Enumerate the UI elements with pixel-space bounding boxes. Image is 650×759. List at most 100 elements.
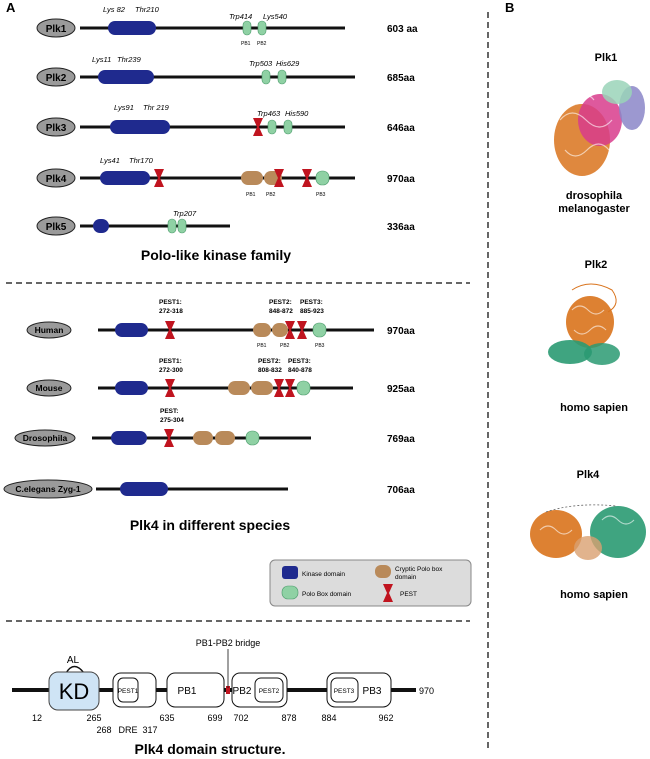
plk4-structure-image [530, 504, 646, 560]
polo-box [257, 20, 267, 36]
cryptic-polo-box [272, 323, 288, 337]
residue-label: Lys11 [92, 55, 111, 64]
legend-cryptic-label-line2: domain [395, 574, 417, 581]
activation-loop [65, 665, 85, 674]
pest-range: 885-923 [300, 308, 324, 315]
drosophila-row: Drosophila PEST: 275-304 769aa [14, 408, 415, 447]
polo-box [315, 170, 330, 186]
position-317: 317 [142, 725, 157, 735]
polo-box [283, 119, 293, 135]
polo-box [312, 322, 327, 338]
pest-range: 272-300 [159, 367, 183, 374]
residue-label: His590 [285, 109, 309, 118]
position-268: 268 [96, 725, 111, 735]
plk3-row: Plk3 Lys91 Thr 219 Trp463 His590 646aa [36, 103, 415, 137]
pest-label: PEST3: [300, 299, 323, 306]
cryptic-polo-box [241, 171, 263, 185]
plk2-row: Plk2 Lys11 Thr239 Trp503 His629 685aa [36, 55, 415, 87]
protein-label-badge [36, 18, 76, 38]
protein-name: Plk3 [46, 123, 67, 134]
polo-box [296, 380, 311, 396]
legend-swatch-polo [281, 585, 299, 600]
pest-range: 275-304 [160, 417, 184, 424]
species-label-badge [26, 321, 72, 339]
protein-label-badge [36, 216, 76, 236]
plk5-row: Plk5 Trp207 336aa [36, 209, 415, 236]
polo-box [167, 218, 177, 234]
kd-label: KD [59, 679, 90, 704]
protein-length: 769aa [387, 434, 415, 445]
residue-label: Trp207 [173, 209, 197, 218]
species-name: C.elegans Zyg-1 [15, 484, 80, 494]
residue-label: Thr170 [129, 156, 154, 165]
pest2-label: PEST2 [259, 688, 280, 695]
position-702: 702 [233, 713, 248, 723]
pest-label: PEST3: [288, 358, 311, 365]
legend-swatch-kinase [282, 566, 298, 579]
protein-length: 970aa [387, 174, 415, 185]
protein-length: 336aa [387, 222, 415, 233]
bridge-label: PB1-PB2 bridge [196, 638, 261, 648]
kinase-domain [120, 482, 168, 496]
species-label-badge [3, 479, 93, 499]
kinase-domain [108, 21, 156, 35]
protein-name: Plk1 [46, 24, 67, 35]
protein-name: Plk5 [46, 222, 67, 233]
pest1-label: PEST1 [118, 688, 139, 695]
mouse-row: Mouse PEST1: 272-300 PEST2: 808-832 PEST… [26, 358, 415, 397]
pest-label: PEST1: [159, 299, 182, 306]
plk1-structure-image [554, 80, 645, 176]
domain-structure: AL KD PEST1 PB1 PB1-PB2 bridge PB2 PEST2… [12, 638, 434, 757]
polo-box [261, 69, 271, 85]
kinase-domain [93, 219, 109, 233]
legend: Kinase domain Cryptic Polo box domain Po… [269, 559, 472, 607]
species-title: Plk4 in different species [130, 517, 290, 533]
panel-label-b: B [505, 0, 514, 15]
al-label: AL [67, 655, 80, 666]
kinase-domain [115, 323, 148, 337]
kinase-domain [98, 70, 154, 84]
pb-label: PB1 [241, 41, 251, 47]
position-265: 265 [86, 713, 101, 723]
pest-label: PEST1: [159, 358, 182, 365]
polo-box [177, 218, 187, 234]
pb1-pb2-bridge [226, 686, 230, 694]
pb-label: PB2 [280, 343, 290, 349]
plk4-row: Plk4 Lys41 Thr170 PB1 PB2 PB3 970aa [36, 156, 415, 198]
structure-caption-plk2: homo sapien [560, 402, 628, 414]
pb2-label: PB2 [233, 686, 252, 697]
kinase-domain [115, 381, 148, 395]
species-label-badge [26, 379, 72, 397]
protein-length: 706aa [387, 485, 415, 496]
kinase-domain [110, 120, 170, 134]
legend-pest-label: PEST [400, 591, 417, 598]
pb1-box [166, 672, 225, 708]
species-label-badge [14, 429, 76, 447]
position-699: 699 [207, 713, 222, 723]
residue-label: Trp414 [229, 12, 252, 21]
residue-label: Thr239 [117, 55, 142, 64]
kinase-domain [111, 431, 147, 445]
dre-label: DRE [118, 725, 137, 735]
protein-name: Plk4 [46, 174, 67, 185]
residue-label: Thr210 [135, 5, 160, 14]
cryptic-polo-box [228, 381, 250, 395]
residue-label: Lys 82 [103, 5, 126, 14]
residue-label: His629 [276, 59, 300, 68]
pest-label: PEST2: [269, 299, 292, 306]
position-878: 878 [281, 713, 296, 723]
domain-structure-title: Plk4 domain structure. [135, 741, 286, 757]
residue-label: Trp503 [249, 59, 273, 68]
protein-length: 603 aa [387, 24, 418, 35]
protein-length: 685aa [387, 73, 415, 84]
pest-range: 840-878 [288, 367, 312, 374]
celegans-row: C.elegans Zyg-1 706aa [3, 479, 415, 499]
pest1-box [117, 677, 139, 703]
pb-label: PB1 [246, 192, 256, 198]
kinase-domain [100, 171, 150, 185]
structure-title-plk4: Plk4 [577, 469, 601, 481]
polo-box [277, 69, 287, 85]
pb-label: PB1 [257, 343, 267, 349]
pb-label: PB3 [316, 192, 326, 198]
protein-label-badge [36, 117, 76, 137]
